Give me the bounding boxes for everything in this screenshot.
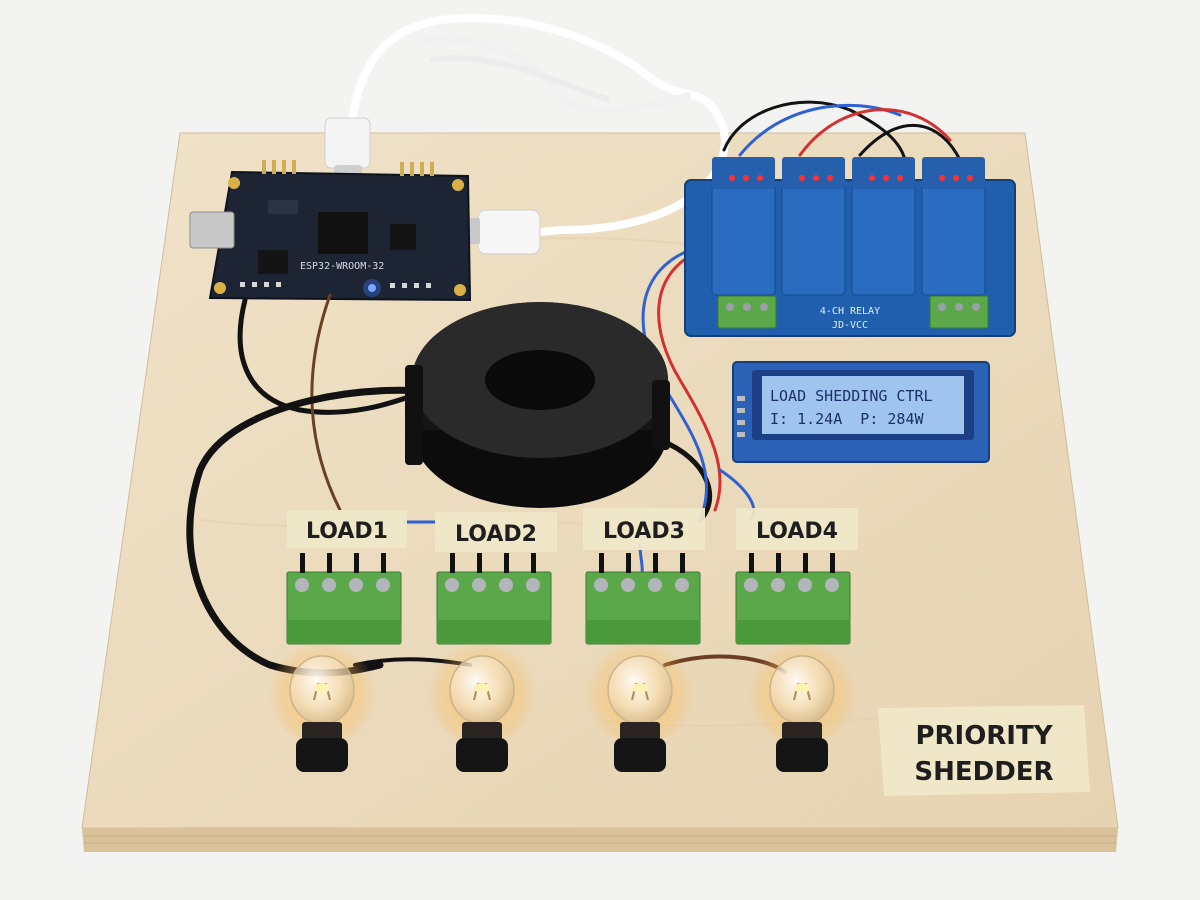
board-label-line1: PRIORITY <box>915 721 1053 751</box>
load-4: LOAD4 <box>735 508 858 645</box>
bulbs <box>267 635 857 772</box>
relay-blocks <box>711 157 986 296</box>
relay-module: 4-CH RELAY JD-VCC <box>684 157 1016 337</box>
load-3-label: LOAD3 <box>603 519 685 544</box>
load-2: LOAD2 <box>435 512 557 645</box>
load-4-label: LOAD4 <box>756 519 838 544</box>
relay-leds <box>729 175 973 181</box>
lcd-line-2: I: 1.24A P: 284W <box>770 410 924 428</box>
relay-label-line1: 4-CH RELAY <box>820 306 880 317</box>
status-led <box>368 284 376 292</box>
bulb-3 <box>585 635 695 772</box>
load-2-label: LOAD2 <box>455 522 537 547</box>
lcd-module: LOAD SHEDDING CTRL I: 1.24A P: 284W <box>732 361 990 463</box>
relay-label-line2: JD-VCC <box>832 320 868 331</box>
bulb-4 <box>747 635 857 772</box>
current-transformer <box>405 302 670 508</box>
lcd-line-1: LOAD SHEDDING CTRL <box>770 387 933 405</box>
esp32-label: ESP32-WROOM-32 <box>300 261 384 272</box>
load-3: LOAD3 <box>583 508 705 645</box>
load-channels: LOAD1 LOAD2 LOAD3 LOAD4 <box>286 508 858 645</box>
bulb-1 <box>267 635 377 772</box>
esp32-dev-board: ESP32-WROOM-32 <box>189 160 472 302</box>
lcd-screen <box>762 376 964 434</box>
board-label-line2: SHEDDER <box>914 757 1053 787</box>
bulb-2 <box>427 635 537 772</box>
load-1-label: LOAD1 <box>306 519 388 544</box>
board-label-tape: PRIORITY SHEDDER <box>878 705 1090 796</box>
load-1: LOAD1 <box>286 510 407 645</box>
